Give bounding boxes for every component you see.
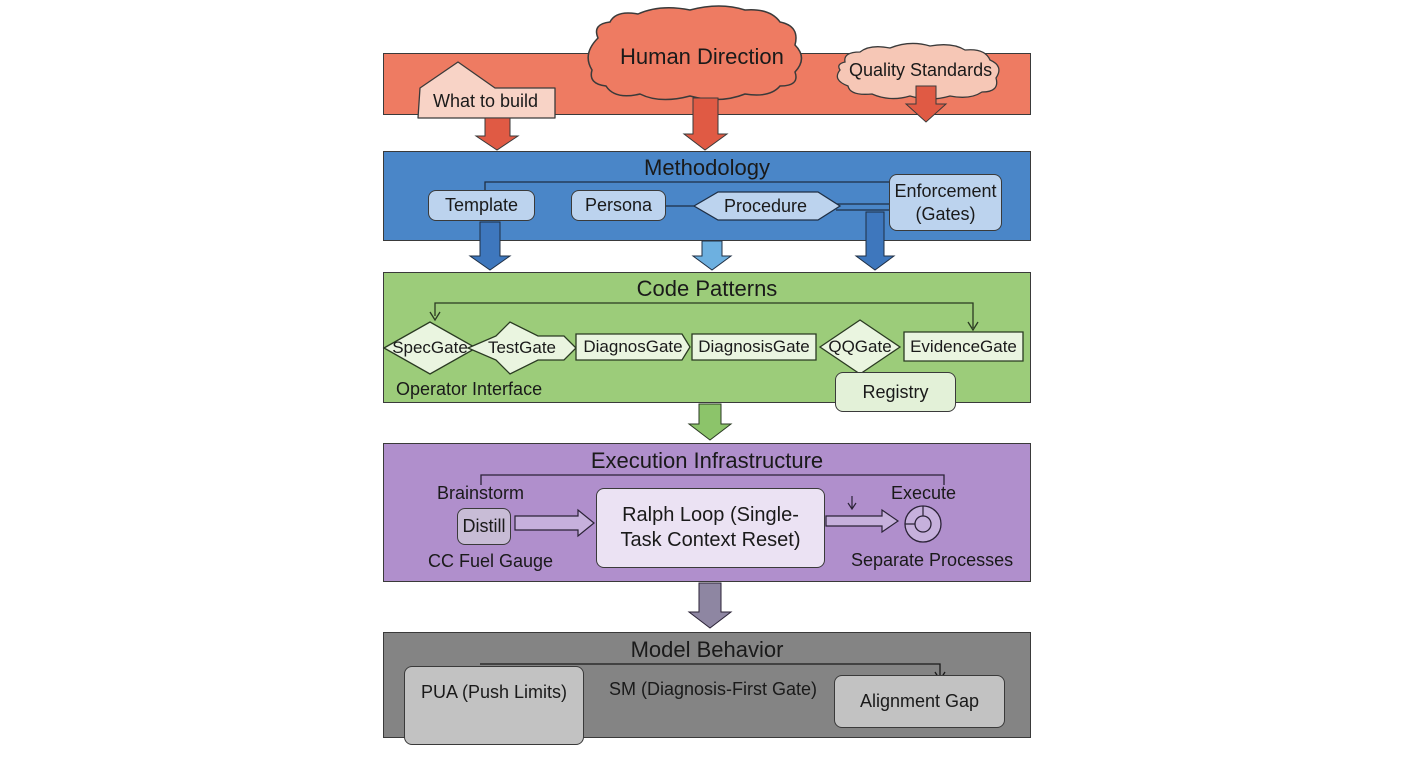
sm-gate-label: SM (Diagnosis-First Gate)	[609, 679, 818, 699]
model-behavior-line	[480, 663, 941, 678]
execution-bracket	[480, 474, 945, 485]
gate-specgate[interactable]: SpecGate	[382, 320, 478, 376]
registry-node[interactable]: Registry	[835, 372, 956, 412]
gate-diagnosisgate-label: DiagnosisGate	[698, 337, 810, 356]
execution-title: Execution Infrastructure	[590, 448, 824, 473]
operator-interface-label: Operator Interface	[396, 379, 543, 399]
gate-testgate-label: TestGate	[487, 338, 557, 357]
arrow-human-to-methodology-3	[904, 85, 948, 123]
arrow-ralph-to-execute	[825, 508, 900, 534]
ralph-loop-node[interactable]: Ralph Loop (Single-Task Context Reset)	[596, 488, 825, 568]
what-to-build-shape	[417, 61, 556, 119]
code-patterns-bracket	[434, 302, 974, 328]
alignment-gap-node[interactable]: Alignment Gap	[834, 675, 1005, 728]
persona-node[interactable]: Persona	[571, 190, 666, 221]
template-node[interactable]: Template	[428, 190, 535, 221]
pua-node[interactable]: PUA (Push Limits)	[404, 666, 584, 745]
execute-label: Execute	[891, 483, 957, 503]
human-direction-title: Human Direction	[620, 44, 784, 69]
methodology-top-line	[484, 181, 890, 192]
gate-qqgate[interactable]: QQGate	[818, 318, 902, 376]
methodology-title: Methodology	[644, 155, 770, 180]
arrow-code-to-execution	[687, 403, 733, 441]
separate-processes-label: Separate Processes	[851, 550, 1014, 570]
distill-node[interactable]: Distill	[457, 508, 511, 545]
brainstorm-label: Brainstorm	[437, 483, 525, 503]
gate-diagnosgate-label: DiagnosGate	[583, 337, 683, 356]
arrow-methodology-to-code-2	[691, 240, 733, 271]
procedure-label[interactable]: Procedure	[724, 196, 808, 216]
gate-testgate[interactable]: TestGate	[466, 320, 578, 376]
arrow-distill-to-ralph	[514, 508, 595, 538]
gate-qqgate-label: QQGate	[828, 337, 892, 356]
model-behavior-title: Model Behavior	[630, 637, 784, 662]
gate-diagnosgate[interactable]: DiagnosGate	[574, 332, 692, 362]
arrow-human-to-methodology-1	[474, 117, 520, 151]
fuel-gauge-label: CC Fuel Gauge	[428, 551, 554, 571]
code-patterns-title: Code Patterns	[636, 276, 778, 301]
gate-evidencegate[interactable]: EvidenceGate	[903, 331, 1024, 362]
arrow-methodology-to-code-3	[854, 211, 896, 271]
human-direction-cloud	[587, 5, 803, 101]
enforcement-node[interactable]: Enforcement (Gates)	[889, 174, 1002, 231]
small-down-arrow	[847, 496, 857, 511]
quality-standards-cloud	[836, 42, 1000, 100]
what-to-build-label: What to build	[433, 91, 539, 111]
procedure-diamond	[692, 191, 842, 221]
arrow-methodology-to-code-1	[468, 221, 512, 271]
bracket-arrow-left	[429, 311, 441, 322]
bracket-arrow-right	[967, 321, 979, 332]
quality-standards-label: Quality Standards	[849, 60, 993, 80]
arrow-human-to-methodology-2	[682, 97, 729, 151]
arrow-execution-to-model	[687, 582, 733, 629]
procedure-enforcement-line	[836, 203, 890, 211]
gate-diagnosisgate[interactable]: DiagnosisGate	[690, 332, 818, 362]
gate-specgate-label: SpecGate	[392, 338, 468, 357]
gate-evidencegate-label: EvidenceGate	[910, 336, 1017, 356]
